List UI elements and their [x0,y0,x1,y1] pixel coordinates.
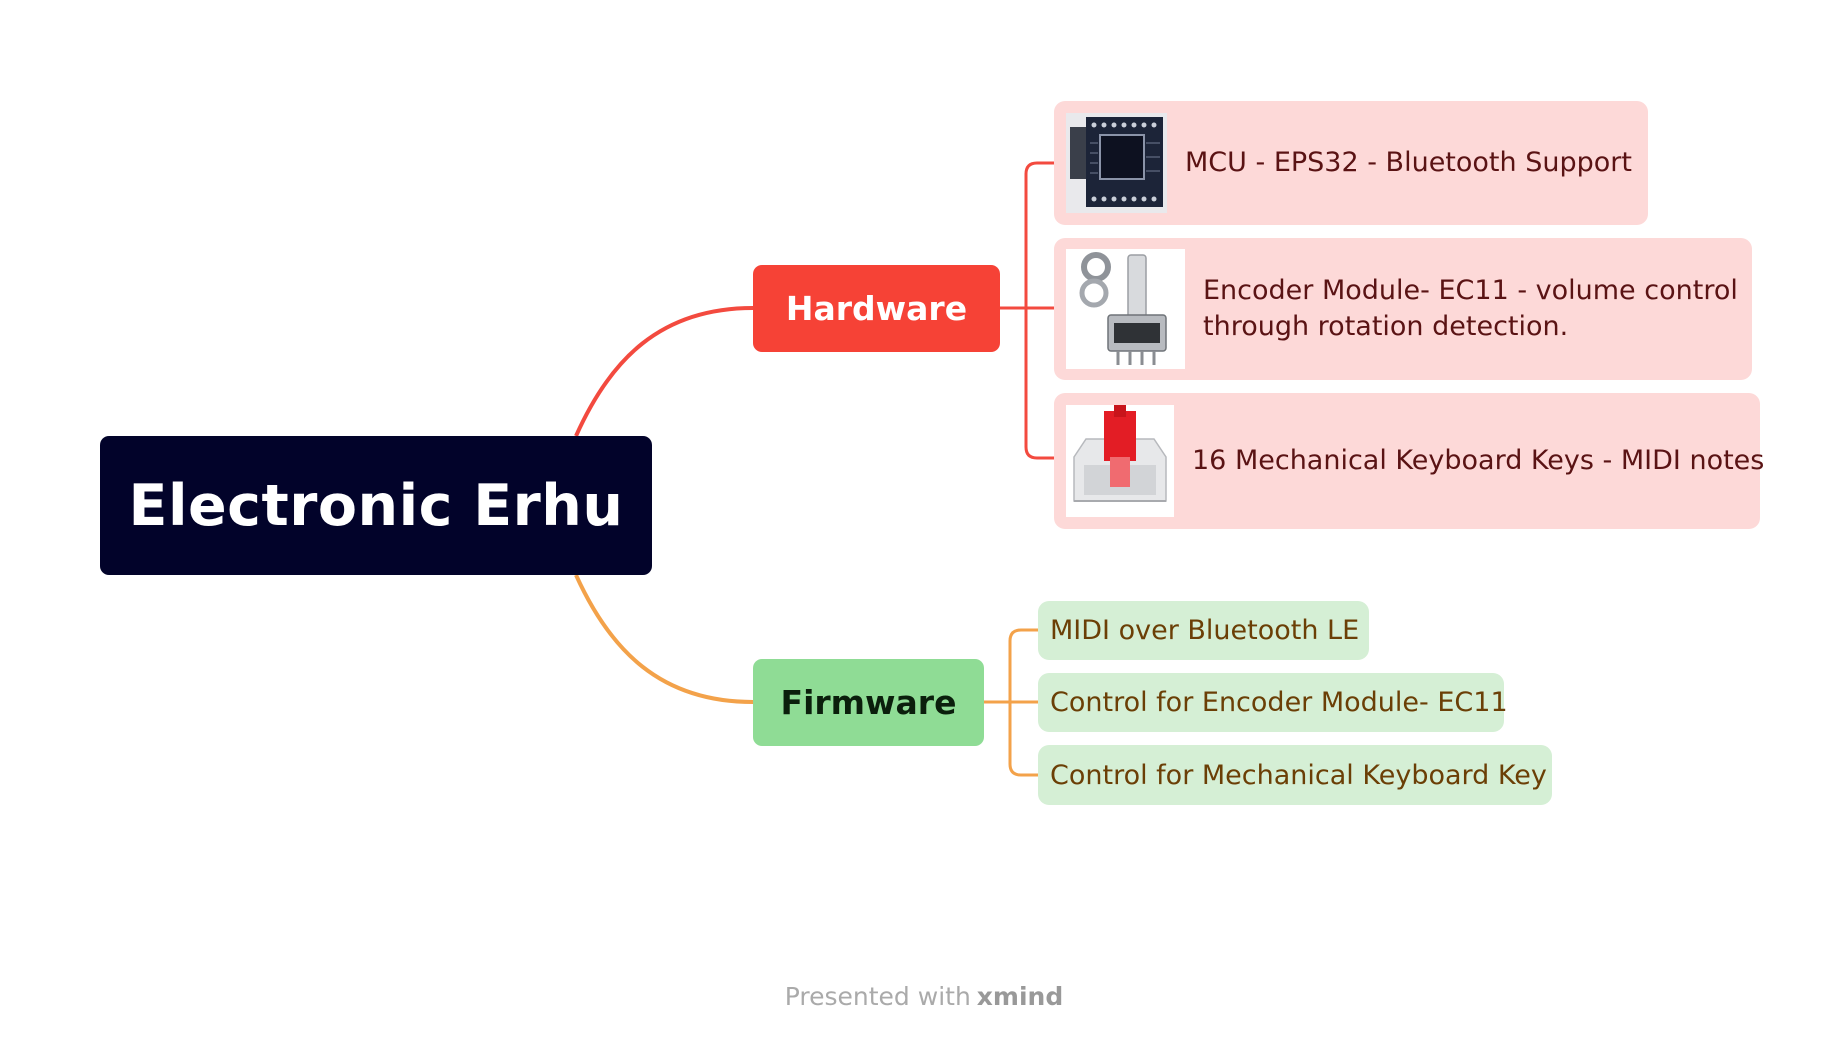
hardware-item-mcu[interactable]: MCU - EPS32 - Bluetooth Support [1054,101,1648,225]
keyboard-switch-image [1066,405,1174,517]
hardware-item-keys[interactable]: 16 Mechanical Keyboard Keys - MIDI notes [1054,393,1764,529]
firmware-item-key-control-label: Control for Mechanical Keyboard Key [1050,759,1547,791]
firmware-item-encoder-control-label: Control for Encoder Module- EC11 [1050,687,1508,718]
hardware-item-mcu-label: MCU - EPS32 - Bluetooth Support [1185,147,1632,178]
branch-firmware[interactable]: Firmware [753,659,984,746]
firmware-item-key-control[interactable]: Control for Mechanical Keyboard Key [1038,745,1552,805]
connector-firmware-children [984,628,1038,777]
connector-hardware-children [1000,161,1054,460]
branch-hardware[interactable]: Hardware [753,265,1000,352]
xmind-brand: xmind [976,982,1064,1011]
central-topic-label: Electronic Erhu [128,472,624,539]
rotary-encoder-image [1066,249,1185,369]
branch-firmware-label: Firmware [780,683,957,722]
hardware-item-encoder-label: Encoder Module- EC11 - volume control th… [1203,275,1738,342]
hardware-item-keys-label: 16 Mechanical Keyboard Keys - MIDI notes [1192,445,1765,476]
connector-central-hardware [574,306,754,437]
branch-hardware-label: Hardware [785,289,968,328]
firmware-item-midi-ble[interactable]: MIDI over Bluetooth LE [1038,601,1369,660]
firmware-item-midi-ble-label: MIDI over Bluetooth LE [1050,615,1360,646]
firmware-item-encoder-control[interactable]: Control for Encoder Module- EC11 [1038,673,1508,732]
hardware-item-encoder[interactable]: Encoder Module- EC11 - volume control th… [1054,238,1752,380]
esp32-board-image [1066,113,1167,213]
connector-central-firmware [574,574,754,704]
central-topic[interactable]: Electronic Erhu [100,436,652,575]
footer-prefix: Presented with [784,982,971,1011]
